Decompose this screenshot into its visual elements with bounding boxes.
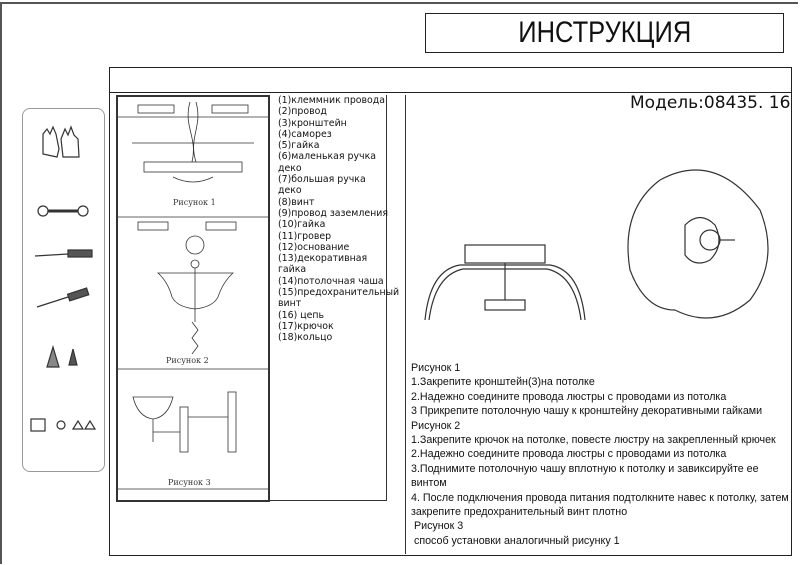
step-heading: Рисунок 2 — [411, 419, 461, 432]
part-item: (10)гайка — [278, 219, 326, 231]
divider — [109, 92, 791, 93]
lamp-front-view — [627, 169, 769, 319]
parts-list: (1)клеммник провода (2)провод (3)кронште… — [278, 95, 400, 344]
part-item: (14)потолочная чаша — [278, 275, 384, 287]
figure-1-caption: Рисунок 1 — [173, 198, 216, 207]
step-item: способ установки аналогичный рисунку 1 — [411, 534, 620, 547]
part-item: (11)гровер — [278, 230, 332, 242]
part-item: (6)маленькая ручка деко — [278, 151, 376, 174]
part-item: (16) цепь — [278, 309, 325, 321]
part-item: (7)большая ручка деко — [278, 174, 366, 197]
step-item: 3 Прикрепите потолочную чашу к кронштейн… — [411, 405, 763, 418]
part-item: (17)крючок — [278, 320, 334, 332]
part-item: (9)провод заземления — [278, 207, 388, 219]
parts-column — [268, 95, 387, 501]
figure-2-caption: Рисунок 2 — [166, 356, 209, 365]
main-frame — [109, 67, 792, 556]
step-item: 1.Закрепите крючок на потолке, повесте л… — [411, 434, 776, 447]
figure-3-caption: Рисунок 3 — [168, 478, 211, 487]
lamp-side-view — [424, 244, 586, 321]
title-text: ИНСТРУКЦИЯ — [517, 16, 692, 49]
installation-steps: Рисунок 1 1.Закрепите кронштейн(3)на пот… — [411, 361, 796, 548]
part-item: (2)провод — [278, 106, 327, 118]
gloves-icon — [42, 125, 80, 158]
step-heading: Рисунок 1 — [411, 362, 461, 374]
tools-panel — [22, 108, 105, 472]
figure-1-diagram — [118, 101, 268, 218]
screwdriver-phillips-icon — [36, 287, 90, 308]
step-item: 2.Надежно соедините провода люстры с про… — [411, 390, 727, 403]
step-item: 3.Поднимите потолочную чашу вплотную к п… — [411, 462, 759, 490]
step-heading: Рисунок 3 — [411, 520, 464, 533]
step-item: 2.Надежно соедините провода люстры с про… — [411, 448, 727, 461]
assembly-diagrams: Рисунок 1 Рисунок 2 Рисунок 3 — [118, 101, 268, 490]
part-item: (4)саморез — [278, 128, 332, 140]
part-item: (5)гайка — [278, 140, 320, 152]
screwdriver-flat-icon — [34, 249, 93, 258]
wrench-icon — [37, 205, 89, 217]
figure-3-diagram — [118, 391, 268, 490]
part-item: (8)винт — [278, 196, 315, 208]
figures-column: Рисунок 1 Рисунок 2 Рисунок 3 — [116, 95, 270, 502]
part-item: (18)кольцо — [278, 332, 333, 344]
part-item: (13)декоративная гайка — [278, 253, 368, 276]
product-drawings — [424, 169, 769, 321]
part-item: (12)основание — [278, 241, 350, 253]
connectors-icon — [30, 418, 97, 432]
page-title: ИНСТРУКЦИЯ — [425, 13, 784, 53]
model-number: Модель:08435. 16 — [630, 93, 791, 113]
part-item: (1)клеммник провода — [278, 95, 386, 106]
wall-anchor-icon — [46, 344, 78, 368]
part-item: (3)кронштейн — [278, 117, 347, 129]
divider — [405, 95, 406, 554]
part-item: (15)предохранительный винт — [278, 287, 400, 310]
step-item: 1.Закрепите кронштейн(3)на потолке — [411, 376, 595, 389]
step-item: 4. После подключения провода питания под… — [411, 491, 789, 519]
figure-2-diagram — [118, 221, 268, 370]
